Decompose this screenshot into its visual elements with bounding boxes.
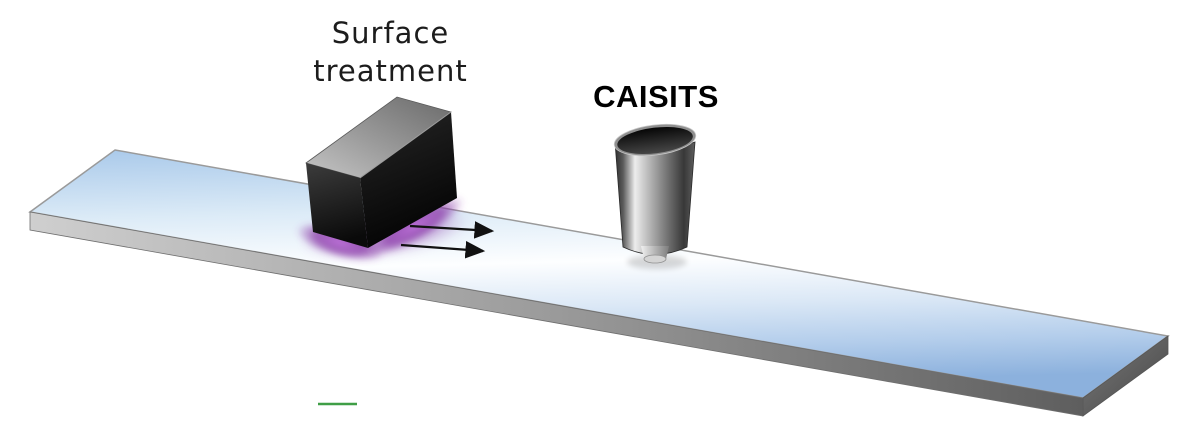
treatment-block-side-face [360,112,457,248]
caisits-opening [613,123,697,157]
caisits-label: CAISITS [593,79,719,114]
motion-arrow-right-icon [409,221,495,239]
caisits-body [614,141,696,255]
caisits-device [613,123,697,269]
substrate-top-surface [28,149,1170,399]
surface-treatment-label: Surface treatment [268,14,513,90]
caisits-opening-inside [617,126,693,155]
treatment-block-near-face [306,163,368,248]
surface-treatment-label-line1: Surface [331,16,450,50]
substrate-slab [28,149,1170,417]
caisits-nozzle-tip [643,254,667,264]
motion-arrow-right-icon [400,240,486,259]
surface-treatment-label-line2: treatment [313,54,468,88]
treatment-block-edge-highlight [359,111,452,179]
motion-arrows [400,221,495,259]
substrate-right-end [1082,335,1169,417]
surface-treatment-block [305,96,457,248]
